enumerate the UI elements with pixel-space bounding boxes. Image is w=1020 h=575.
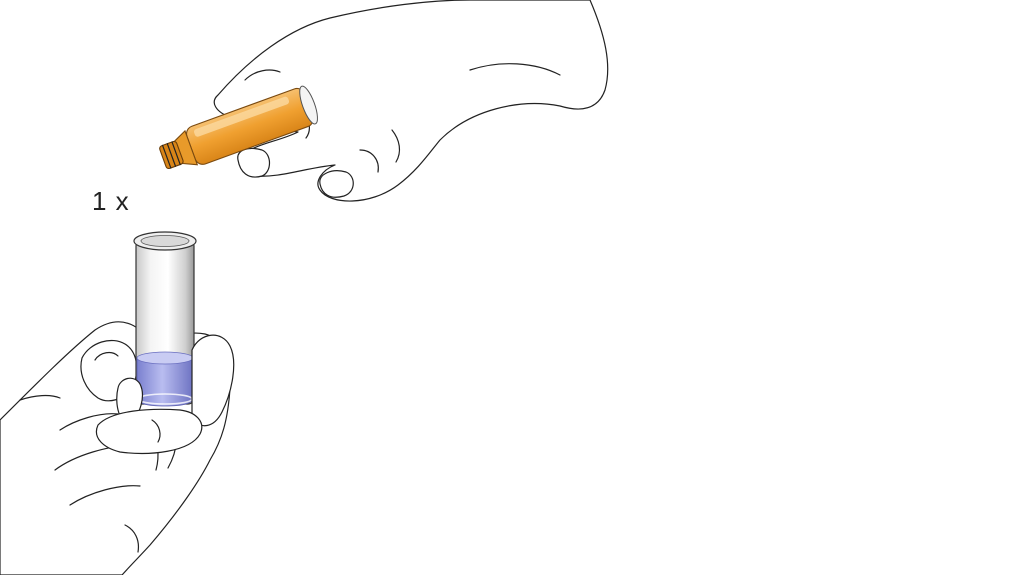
sample-test-tube-icon [134, 232, 196, 406]
drop-count-label: 1 x [92, 186, 130, 217]
sample-liquid [137, 358, 193, 406]
